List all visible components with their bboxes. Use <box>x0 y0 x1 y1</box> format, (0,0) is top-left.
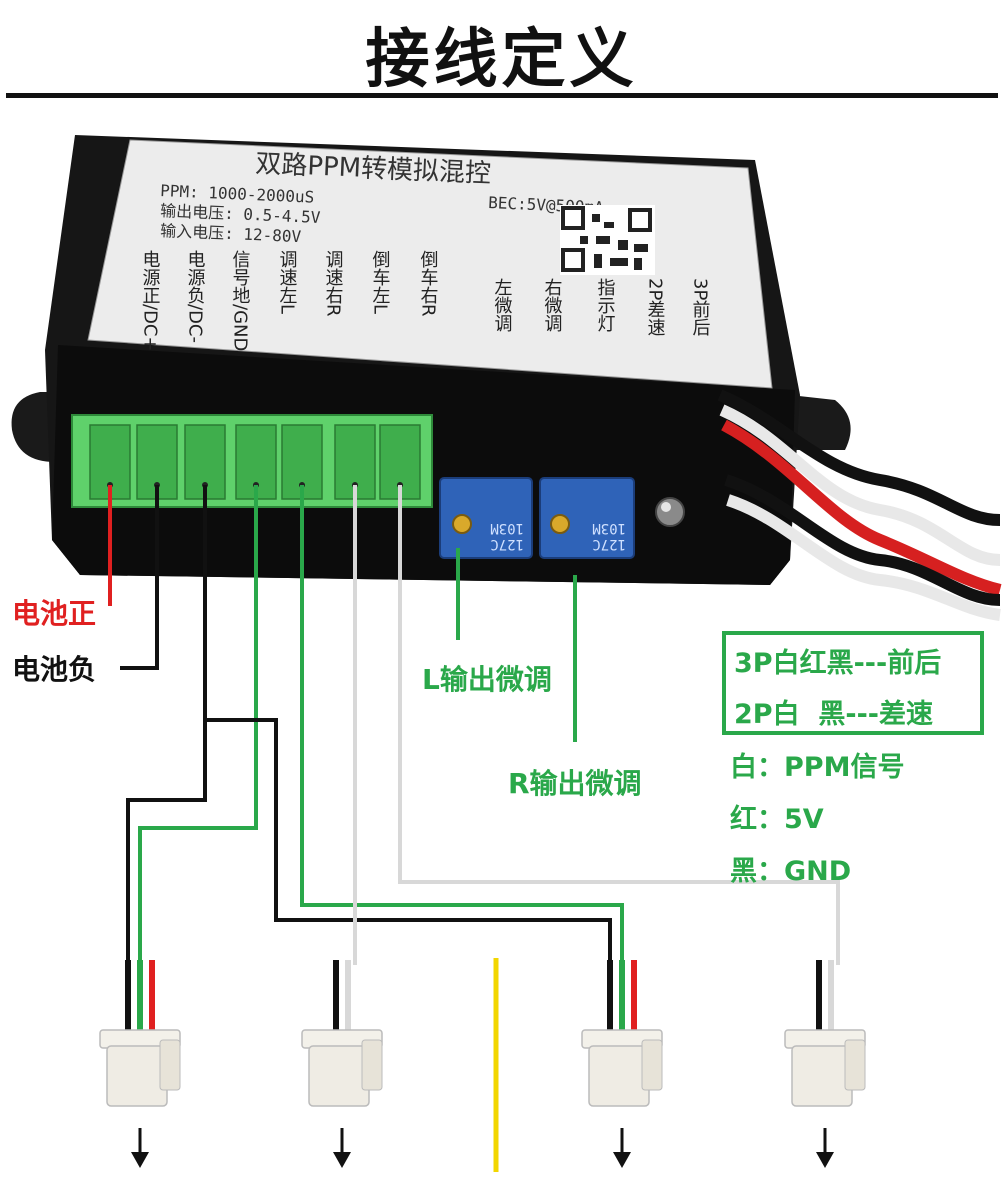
svg-text:127C: 127C <box>592 536 626 552</box>
function-label-5: 3P前后 <box>690 278 711 336</box>
pot-left: 103M 127C <box>439 477 533 559</box>
output-connector-4 <box>784 960 866 1168</box>
output-cables <box>717 389 1002 621</box>
svg-text:127C: 127C <box>490 536 524 552</box>
output-connector-3 <box>581 960 663 1168</box>
legend-white: 白：PPM信号 <box>730 752 905 783</box>
page-title: 接线定义 <box>365 23 638 97</box>
wire-speed-l <box>138 485 258 965</box>
svg-text:103M: 103M <box>490 520 524 536</box>
legend-red: 红：5V <box>730 804 824 835</box>
mount-ear-right <box>790 395 851 450</box>
svg-text:103M: 103M <box>592 520 626 536</box>
pot-right: 103M 127C <box>539 477 635 559</box>
battery-pos-label: 电池正 <box>12 597 97 630</box>
pin-label-4: 调速左L <box>277 250 298 314</box>
title-divider <box>6 93 998 98</box>
wire-gnd-3 <box>205 718 612 965</box>
function-label-2: 右微调 <box>542 278 563 333</box>
output-connector-2 <box>301 960 383 1168</box>
legend-black: 黑：GND <box>730 856 852 887</box>
function-label-4: 2P差速 <box>645 278 666 336</box>
wire-speed-r <box>300 485 624 965</box>
l-trim-label: L输出微调 <box>422 663 552 696</box>
wire-gnd-1 <box>126 485 207 965</box>
cable-legend-box <box>722 631 984 735</box>
function-labels: 左微调 右微调 指示灯 2P差速 3P前后 <box>492 278 711 336</box>
pin-label-2: 电源负/DC- <box>185 250 206 343</box>
pin-label-7: 倒车右R <box>418 250 439 317</box>
wire-reverse-r <box>398 485 840 965</box>
function-label-3: 指示灯 <box>595 278 616 332</box>
pin-label-6: 倒车左L <box>370 250 391 314</box>
pin-label-3: 信号地/GND <box>230 250 251 352</box>
qr-code <box>560 205 655 275</box>
output-connector-1 <box>99 960 181 1168</box>
indicator-led <box>655 497 685 527</box>
legend-3p: 3P白红黑---前后 <box>734 648 942 679</box>
function-label-1: 左微调 <box>492 278 513 333</box>
legend-2p: 2P白 黑---差速 <box>734 699 933 730</box>
pin-label-1: 电源正/DC+ <box>140 250 161 352</box>
wire-battery-neg <box>120 485 159 670</box>
pin-labels: 电源正/DC+ 电源负/DC- 信号地/GND 调速左L 调速右R 倒车左L 倒车右R <box>140 250 439 352</box>
pin-label-5: 调速右R <box>323 250 344 317</box>
terminal-block <box>71 414 433 508</box>
r-trim-label: R输出微调 <box>508 767 642 800</box>
battery-neg-label: 电池负 <box>12 653 97 686</box>
module-label <box>87 139 773 389</box>
